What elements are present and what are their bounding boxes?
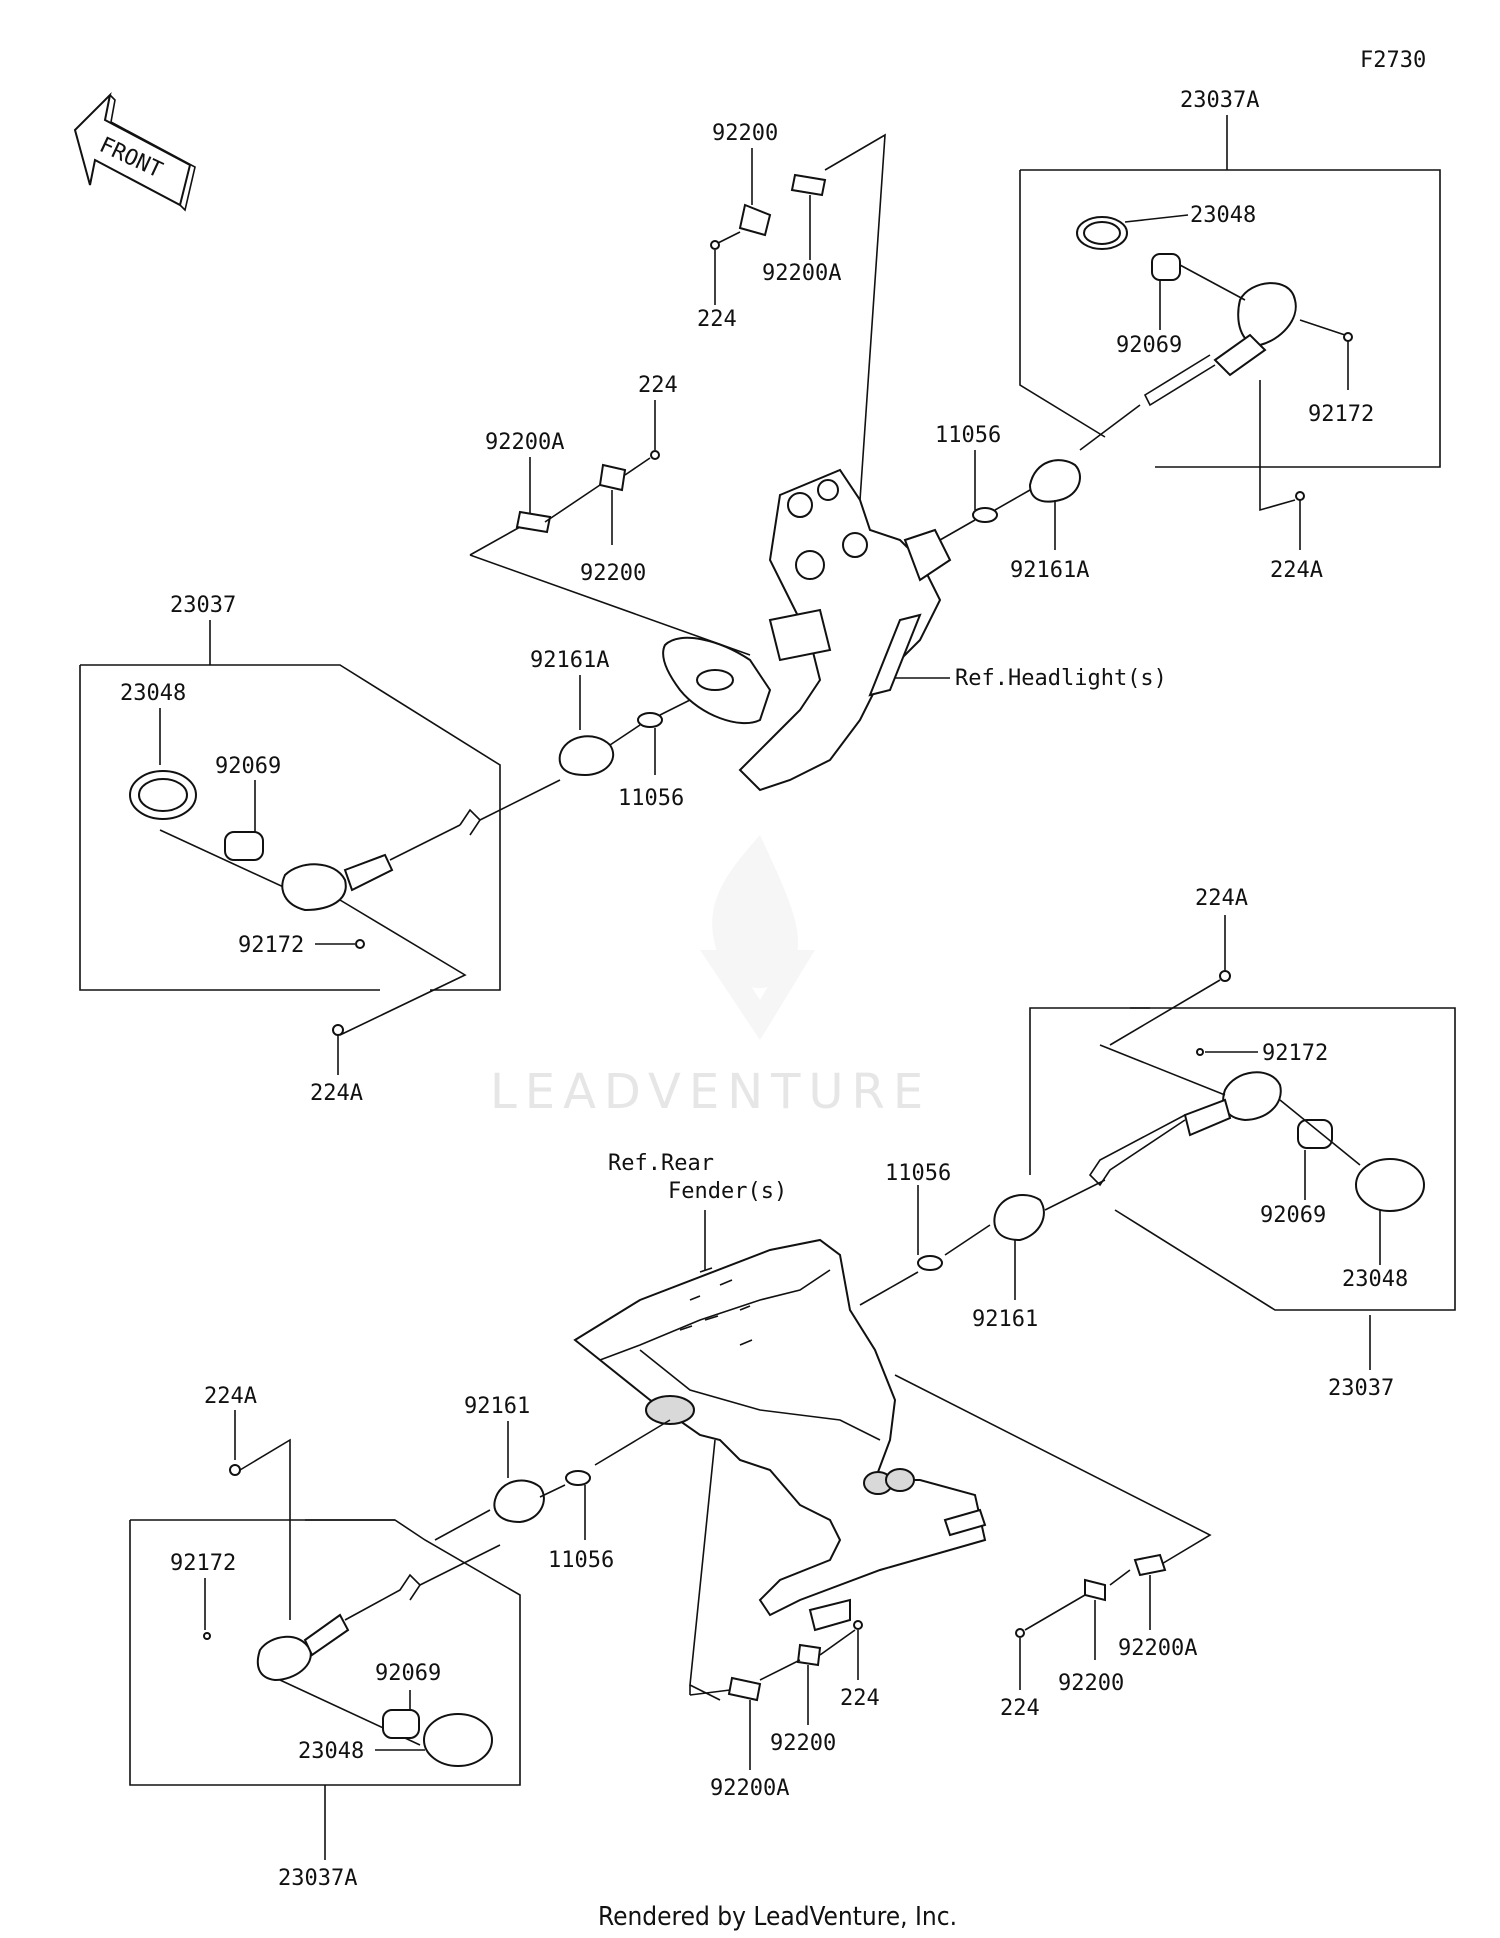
label-92200-center-lower: 92200 [770, 1731, 836, 1756]
label-92161A-left: 92161A [530, 648, 609, 673]
collar-11056-right[interactable] [917, 1255, 943, 1271]
bulb-92069-bottom[interactable] [382, 1709, 420, 1739]
label-23037A-bottom: 23037A [278, 1866, 357, 1891]
bracket-92200-center-lower[interactable] [796, 1643, 822, 1667]
plate-92200A-mid[interactable] [515, 510, 552, 534]
bolt-224-mid[interactable] [650, 450, 660, 460]
grommet-92161-right[interactable] [993, 1194, 1045, 1242]
bolt-224-center-lower[interactable] [853, 1620, 863, 1630]
label-92172-right: 92172 [1262, 1041, 1328, 1066]
screw-92172-left[interactable] [355, 939, 365, 949]
bracket-92200-right-lower[interactable] [1084, 1578, 1106, 1602]
label-92200A-mid: 92200A [485, 430, 564, 455]
label-224-center-lower: 224 [840, 1686, 880, 1711]
label-92200-right-lower: 92200 [1058, 1671, 1124, 1696]
plate-92200A-center-lower[interactable] [727, 1676, 762, 1702]
label-23037-lower: 23037 [1328, 1376, 1394, 1401]
label-224A-top: 224A [1270, 558, 1323, 583]
label-92172: 92172 [1308, 402, 1374, 427]
watermark-text: LEADVENTURE [490, 1064, 931, 1120]
ref-headlight: Ref.Headlight(s) [955, 666, 1167, 691]
bolt-224[interactable] [710, 240, 720, 250]
front-arrow-icon: FRONT [73, 91, 196, 212]
lens-23048-right[interactable] [1355, 1158, 1425, 1212]
bolt-224A[interactable] [1295, 491, 1305, 501]
collar-11056-bottom[interactable] [565, 1470, 591, 1486]
grommet-92161A-left[interactable] [558, 735, 615, 777]
bracket-92200-mid[interactable] [598, 463, 627, 492]
label-92069-right: 92069 [1260, 1203, 1326, 1228]
grommet-92161-bottom[interactable] [493, 1479, 545, 1524]
bolt-224A-left[interactable] [332, 1024, 344, 1036]
label-92172-left: 92172 [238, 933, 304, 958]
screw-92172[interactable] [1343, 332, 1353, 342]
label-224-mid: 224 [638, 373, 678, 398]
label-23048-right: 23048 [1342, 1267, 1408, 1292]
turn-signal-housing[interactable] [1237, 282, 1297, 347]
collar-11056[interactable] [972, 507, 998, 523]
figure-code: F2730 [1360, 48, 1426, 73]
bolt-224-right-lower[interactable] [1015, 1628, 1025, 1638]
label-224A-bottom: 224A [204, 1384, 257, 1409]
label-23048-left: 23048 [120, 681, 186, 706]
watermark-logo [700, 835, 815, 1040]
turn-signal-housing-right[interactable] [1222, 1071, 1282, 1122]
label-224-right-lower: 224 [1000, 1696, 1040, 1721]
turn-signal-housing-bottom[interactable] [256, 1635, 312, 1682]
label-11056-right: 11056 [885, 1161, 951, 1186]
lens-23048-bottom[interactable] [423, 1713, 493, 1767]
label-92069: 92069 [1116, 333, 1182, 358]
collar-11056-left[interactable] [637, 712, 663, 728]
bracket-92200[interactable] [738, 203, 772, 237]
label-92161-bottom: 92161 [464, 1394, 530, 1419]
label-92161-right: 92161 [972, 1307, 1038, 1332]
label-224A-left: 224A [310, 1081, 363, 1106]
label-11056-bottom: 11056 [548, 1548, 614, 1573]
plate-92200A[interactable] [790, 173, 827, 197]
label-224A-right: 224A [1195, 886, 1248, 911]
turn-signal-housing-left[interactable] [281, 863, 347, 912]
label-23037A-top: 23037A [1180, 88, 1259, 113]
plate-92200A-right-lower[interactable] [1133, 1553, 1167, 1577]
rear-fender[interactable] [573, 1238, 987, 1632]
bolt-224A-right[interactable] [1219, 970, 1231, 982]
bolt-224A-bottom[interactable] [229, 1464, 241, 1476]
label-23037-upper: 23037 [170, 593, 236, 618]
footer-credit: Rendered by LeadVenture, Inc. [598, 1902, 957, 1932]
screw-92172-bottom[interactable] [203, 1632, 211, 1640]
label-11056-top: 11056 [935, 423, 1001, 448]
label-23048: 23048 [1190, 203, 1256, 228]
bulb-92069[interactable] [1151, 253, 1181, 281]
headlight-bracket[interactable] [738, 468, 952, 792]
screw-92172-right[interactable] [1196, 1048, 1204, 1056]
label-92069-bottom: 92069 [375, 1661, 441, 1686]
bulb-92069-left[interactable] [224, 831, 264, 861]
ref-rear-line2: Fender(s) [668, 1179, 787, 1204]
label-92172-bottom: 92172 [170, 1551, 236, 1576]
label-92200A-top: 92200A [762, 261, 841, 286]
label-92200-mid: 92200 [580, 561, 646, 586]
label-92200A-right-lower: 92200A [1118, 1636, 1197, 1661]
label-92200-top: 92200 [712, 121, 778, 146]
grommet-92161A[interactable] [1028, 459, 1081, 503]
label-92069-left: 92069 [215, 754, 281, 779]
label-11056-left: 11056 [618, 786, 684, 811]
label-92200A-center-lower: 92200A [710, 1776, 789, 1801]
bulb-92069-right[interactable] [1297, 1119, 1333, 1149]
ref-rear-line1: Ref.Rear [608, 1151, 714, 1176]
label-92161A-top: 92161A [1010, 558, 1089, 583]
label-23048-bottom: 23048 [298, 1739, 364, 1764]
label-224-top: 224 [697, 307, 737, 332]
